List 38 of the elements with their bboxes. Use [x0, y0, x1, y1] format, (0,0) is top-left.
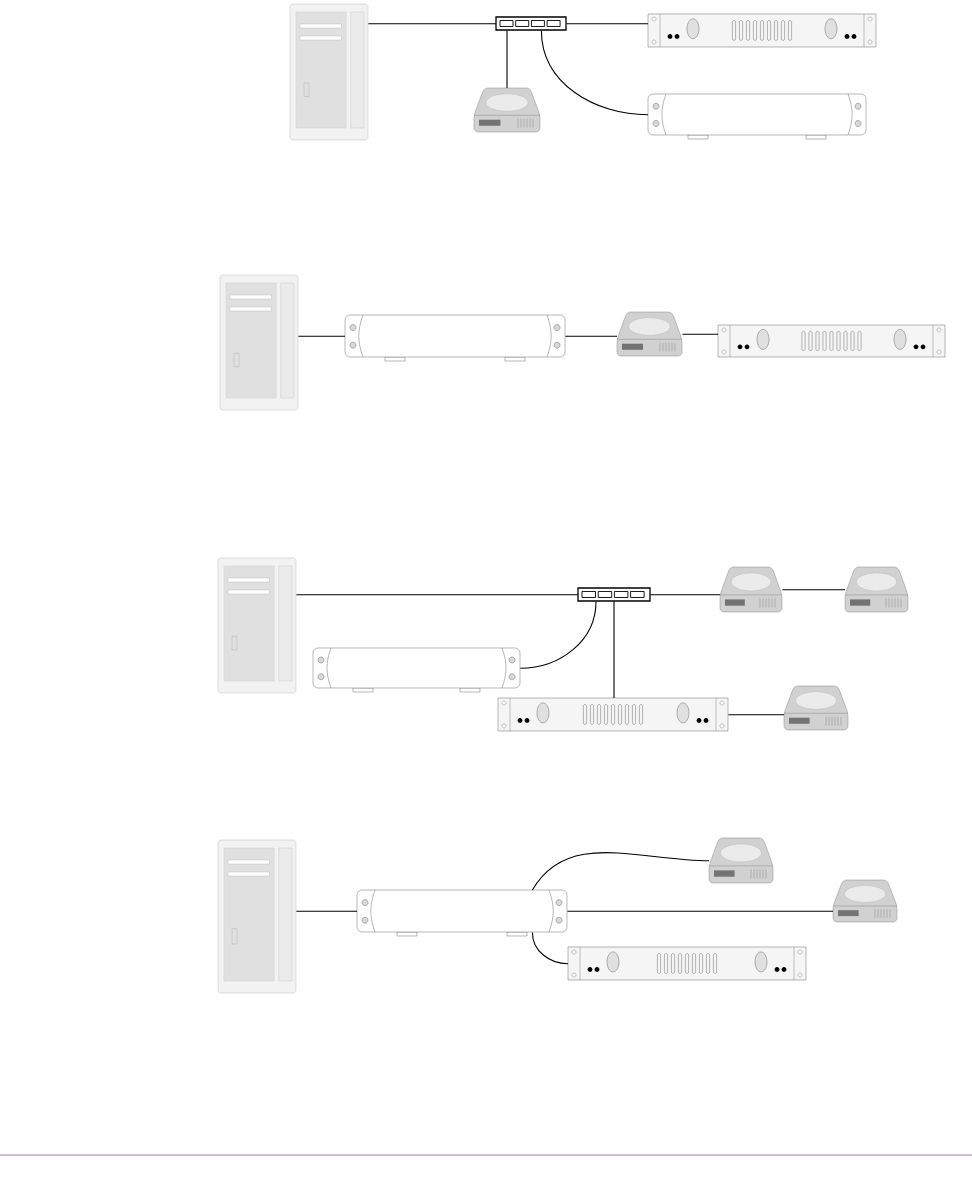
rack-unit-drawing	[497, 697, 729, 732]
hard-drive-drawing	[708, 837, 774, 884]
cable	[681, 333, 719, 335]
computer-drawing	[217, 557, 297, 694]
cable	[565, 23, 649, 25]
cable	[781, 589, 846, 591]
cable	[295, 594, 579, 596]
hard-drive-drawing	[616, 311, 683, 357]
cable	[297, 335, 346, 337]
cable	[564, 335, 618, 337]
interface-unit-drawing	[344, 314, 566, 362]
interface-unit-drawing	[356, 889, 568, 937]
cable	[506, 29, 508, 89]
interface-unit-drawing	[647, 93, 867, 140]
hard-drive-drawing	[832, 879, 898, 923]
cable	[367, 23, 497, 25]
cable	[295, 910, 358, 912]
cable	[613, 600, 615, 699]
cable	[531, 852, 710, 891]
computer-drawing	[219, 274, 299, 411]
hub-drawing	[495, 16, 567, 31]
hard-drive-drawing	[783, 685, 849, 731]
rack-unit-drawing	[647, 13, 877, 48]
cable	[566, 910, 834, 912]
hard-drive-drawing	[719, 566, 783, 613]
cable	[519, 600, 597, 669]
hard-drive-drawing	[844, 566, 909, 613]
computer-drawing	[289, 3, 369, 141]
cable	[531, 931, 569, 965]
cable	[540, 29, 649, 116]
cable	[727, 714, 785, 716]
hub-drawing	[577, 587, 651, 602]
cable	[649, 594, 721, 596]
rack-unit-drawing	[717, 324, 946, 358]
computer-drawing	[217, 839, 297, 994]
rack-unit-drawing	[567, 946, 807, 981]
interface-unit-drawing	[312, 647, 521, 693]
hard-drive-drawing	[473, 87, 541, 133]
